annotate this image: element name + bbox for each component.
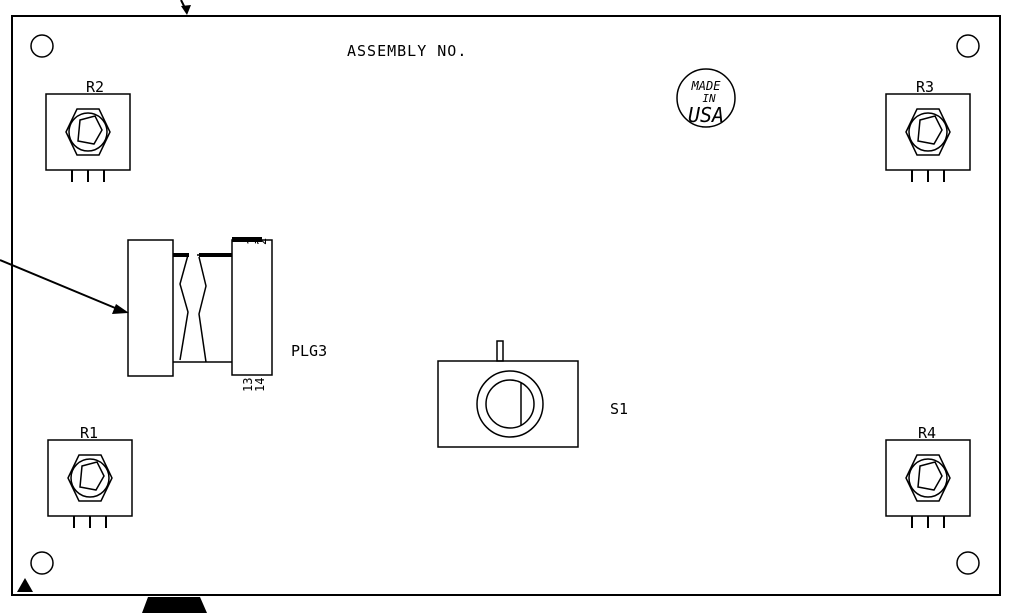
top-callout-arrow bbox=[180, 0, 191, 15]
potentiometer-r3: R3 bbox=[885, 78, 971, 183]
board-outline bbox=[11, 15, 1001, 596]
s1-label: S1 bbox=[610, 400, 628, 418]
mounting-hole-top-right bbox=[956, 34, 980, 58]
stamp-line-usa: USA bbox=[688, 103, 724, 127]
stamp-line-made: MADE bbox=[691, 79, 722, 93]
cable-fragment bbox=[142, 597, 207, 613]
mounting-hole-bottom-right bbox=[956, 551, 980, 575]
plug-pin-14: 14 bbox=[253, 378, 267, 392]
plug-header bbox=[231, 239, 273, 376]
mounting-hole-bottom-left bbox=[30, 551, 54, 575]
r4-label: R4 bbox=[918, 424, 936, 442]
r1-label: R1 bbox=[80, 424, 98, 442]
orientation-triangle-icon bbox=[17, 578, 33, 592]
plug-callout-arrow bbox=[0, 259, 129, 314]
plug-housing bbox=[127, 239, 174, 377]
plug-pin-13: 13 bbox=[241, 378, 255, 392]
made-in-usa-stamp: MADE IN USA bbox=[676, 68, 736, 128]
switch-body bbox=[437, 360, 579, 448]
potentiometer-r4: R4 bbox=[885, 424, 971, 529]
r3-label: R3 bbox=[916, 78, 934, 96]
plug-pin-2: 2 bbox=[255, 238, 269, 245]
connector-plg3: 1 2 13 14 PLG3 bbox=[127, 237, 327, 392]
potentiometer-r2: R2 bbox=[45, 78, 131, 183]
r2-label: R2 bbox=[86, 78, 104, 96]
switch-s1: S1 bbox=[437, 340, 628, 448]
potentiometer-r1: R1 bbox=[47, 424, 133, 529]
assembly-label: ASSEMBLY NO. bbox=[347, 42, 467, 60]
plug-pin-1: 1 bbox=[245, 238, 259, 245]
switch-actuator bbox=[496, 340, 504, 362]
mounting-hole-top-left bbox=[30, 34, 54, 58]
plg3-label: PLG3 bbox=[291, 342, 327, 360]
stamp-line-in: IN bbox=[702, 92, 716, 105]
